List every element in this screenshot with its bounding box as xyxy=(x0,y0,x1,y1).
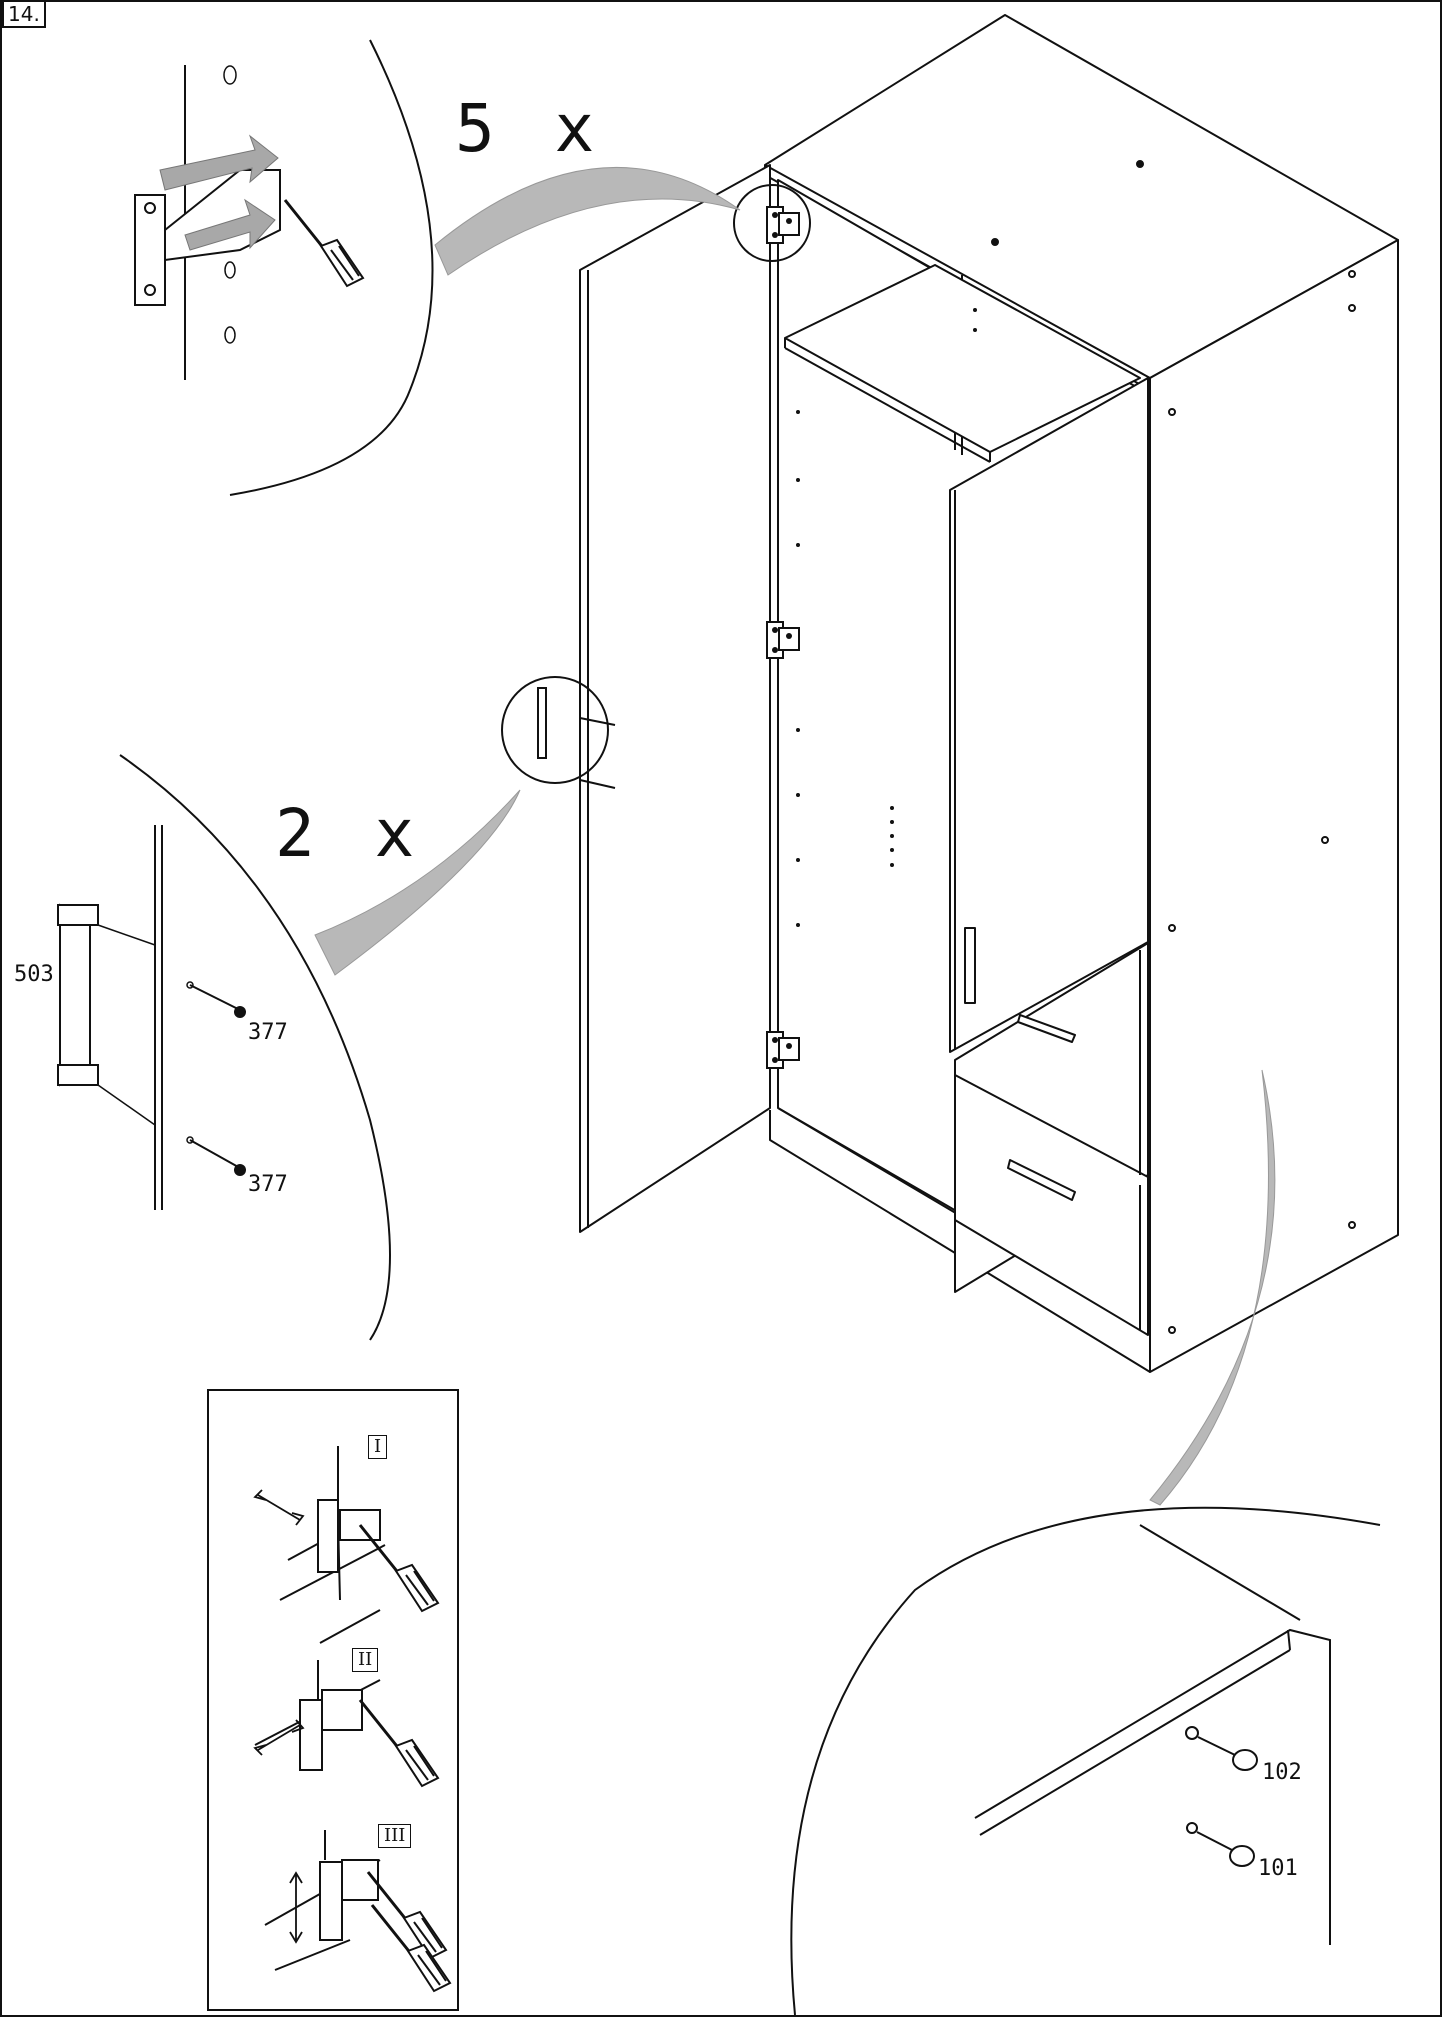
wardrobe xyxy=(579,14,1399,1373)
step-number: 14. xyxy=(2,0,46,28)
knob-102 xyxy=(1232,1749,1258,1771)
callout-arrow-handle xyxy=(314,789,521,976)
handle-quantity: 2 x xyxy=(275,795,425,872)
drawer-lower xyxy=(954,1074,1149,1336)
hinge-detail-ring xyxy=(733,184,811,262)
screw-377-upper xyxy=(234,1006,246,1018)
left-door-open xyxy=(579,164,771,1233)
callout-arrow-knob xyxy=(1149,1069,1276,1506)
hinge-holes xyxy=(796,308,977,927)
hinge-quantity: 5 x xyxy=(455,90,605,167)
screw-part-number-bottom: 377 xyxy=(248,1172,288,1197)
hinge-callout xyxy=(134,39,811,496)
handle-part-number: 503 xyxy=(14,962,54,987)
handle-503 xyxy=(59,903,91,1087)
wardrobe-shelf xyxy=(784,264,1141,453)
adjustment-step-3 xyxy=(264,1830,452,1993)
screw-377-lower xyxy=(234,1164,246,1176)
handle-detail-ring xyxy=(501,676,609,784)
knob-part-number-102: 102 xyxy=(1262,1760,1302,1785)
knob-part-number-101: 101 xyxy=(1258,1856,1298,1881)
right-door xyxy=(949,377,1149,1053)
handle-callout xyxy=(57,676,616,1341)
screw-part-number-top: 377 xyxy=(248,1020,288,1045)
hinge-adjustment-panel xyxy=(207,1389,459,2011)
knob-callout xyxy=(790,1069,1381,2016)
adjustment-step-1 xyxy=(253,1446,440,1613)
right-door-handle xyxy=(964,927,976,1004)
drawer-handle-lower xyxy=(1007,1159,1076,1201)
knob-101 xyxy=(1229,1845,1255,1867)
adjustment-step-2 xyxy=(253,1609,440,1788)
drawer-handle-upper xyxy=(1017,1014,1076,1043)
adjustment-label-2: II xyxy=(352,1648,379,1672)
adjustment-label-3: III xyxy=(378,1824,412,1848)
callout-arrow-hinge xyxy=(434,166,741,276)
adjustment-label-1: I xyxy=(368,1435,388,1459)
